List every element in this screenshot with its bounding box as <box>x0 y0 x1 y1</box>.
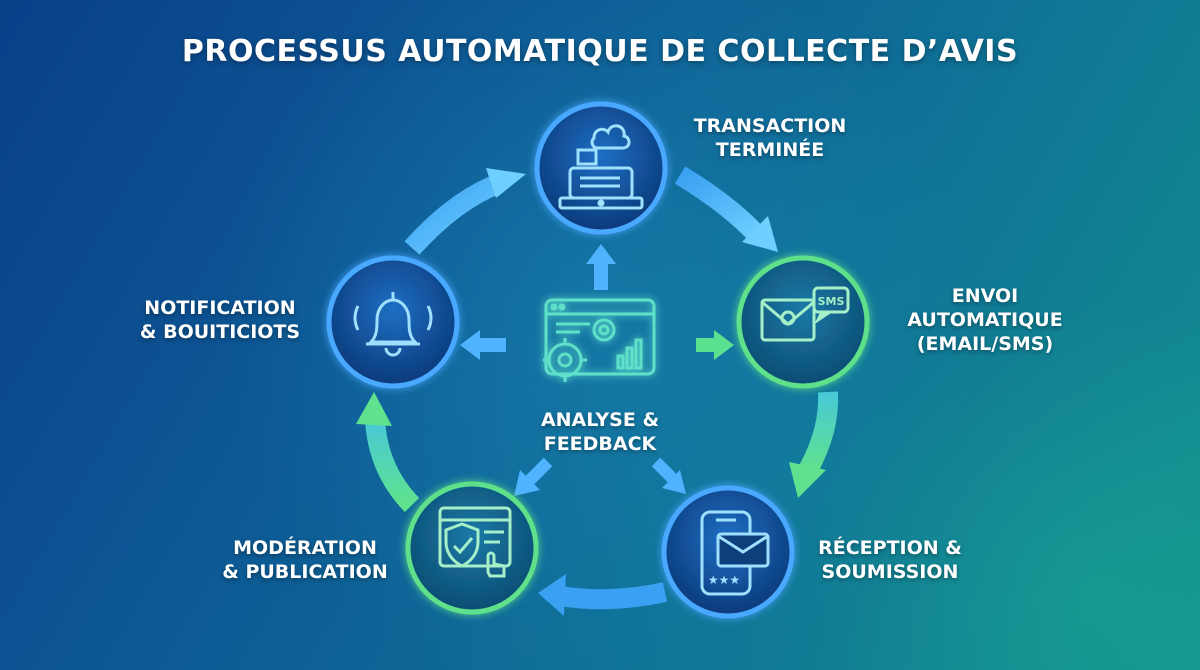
label-envoi-line1: ENVOI <box>951 285 1019 307</box>
stars-icon-text: ★★★ <box>708 573 740 587</box>
center-label: ANALYSE & FEEDBACK <box>500 408 700 456</box>
arrow-envoi-to-reception <box>789 391 839 498</box>
label-transaction-line1: TRANSACTION <box>693 115 847 137</box>
label-notification-line1: NOTIFICATION <box>144 297 296 319</box>
analytics-dashboard-gears-icon <box>543 298 656 382</box>
shield-check-click-icon <box>438 506 512 578</box>
arrow-reception-to-moderation <box>538 574 668 616</box>
label-envoi-line2: AUTOMATIQUE <box>907 309 1063 331</box>
center-label-line2: FEEDBACK <box>543 433 657 455</box>
node-transaction <box>534 101 668 235</box>
arrow-notification-to-transaction <box>404 168 526 255</box>
label-transaction-line2: TERMINÉE <box>715 139 825 161</box>
bell-icon <box>353 292 433 357</box>
node-envoi: SMS <box>736 255 870 389</box>
spoke-up <box>586 244 616 290</box>
cash-register-cloud-icon <box>558 124 644 210</box>
arrow-moderation-to-notification <box>356 392 420 512</box>
cycle-arrows <box>356 166 839 616</box>
smartphone-envelope-stars-icon: ★★★ <box>700 510 770 596</box>
label-reception-line1: RÉCEPTION & <box>818 537 962 559</box>
page-title: PROCESSUS AUTOMATIQUE DE COLLECTE D’AVIS <box>181 34 1019 69</box>
sms-icon-text: SMS <box>818 295 845 308</box>
email-sms-icon: SMS <box>760 286 850 342</box>
label-envoi-line3: (EMAIL/SMS) <box>916 333 1054 355</box>
label-moderation-line1: MODÉRATION <box>233 537 377 559</box>
node-reception: ★★★ <box>661 485 795 619</box>
spoke-down-left <box>514 457 553 496</box>
center-spoke-arrows <box>460 244 734 496</box>
spoke-left <box>460 330 506 360</box>
label-reception: RÉCEPTION & SOUMISSION <box>800 536 980 584</box>
label-notification-line2: & BOUITICIOTS <box>139 321 301 343</box>
node-notification <box>326 255 460 389</box>
center-label-line1: ANALYSE & <box>540 409 660 431</box>
label-moderation: MODÉRATION & PUBLICATION <box>205 536 405 584</box>
label-envoi: ENVOI AUTOMATIQUE (EMAIL/SMS) <box>880 284 1090 356</box>
label-notification: NOTIFICATION & BOUITICIOTS <box>120 296 320 344</box>
label-moderation-line2: & PUBLICATION <box>222 561 388 583</box>
node-moderation <box>405 481 539 615</box>
spoke-down-right <box>651 457 686 494</box>
arrow-transaction-to-envoi <box>674 166 778 252</box>
spoke-right <box>696 330 734 360</box>
label-transaction: TRANSACTION TERMINÉE <box>670 114 870 162</box>
label-reception-line2: SOUMISSION <box>821 561 959 583</box>
